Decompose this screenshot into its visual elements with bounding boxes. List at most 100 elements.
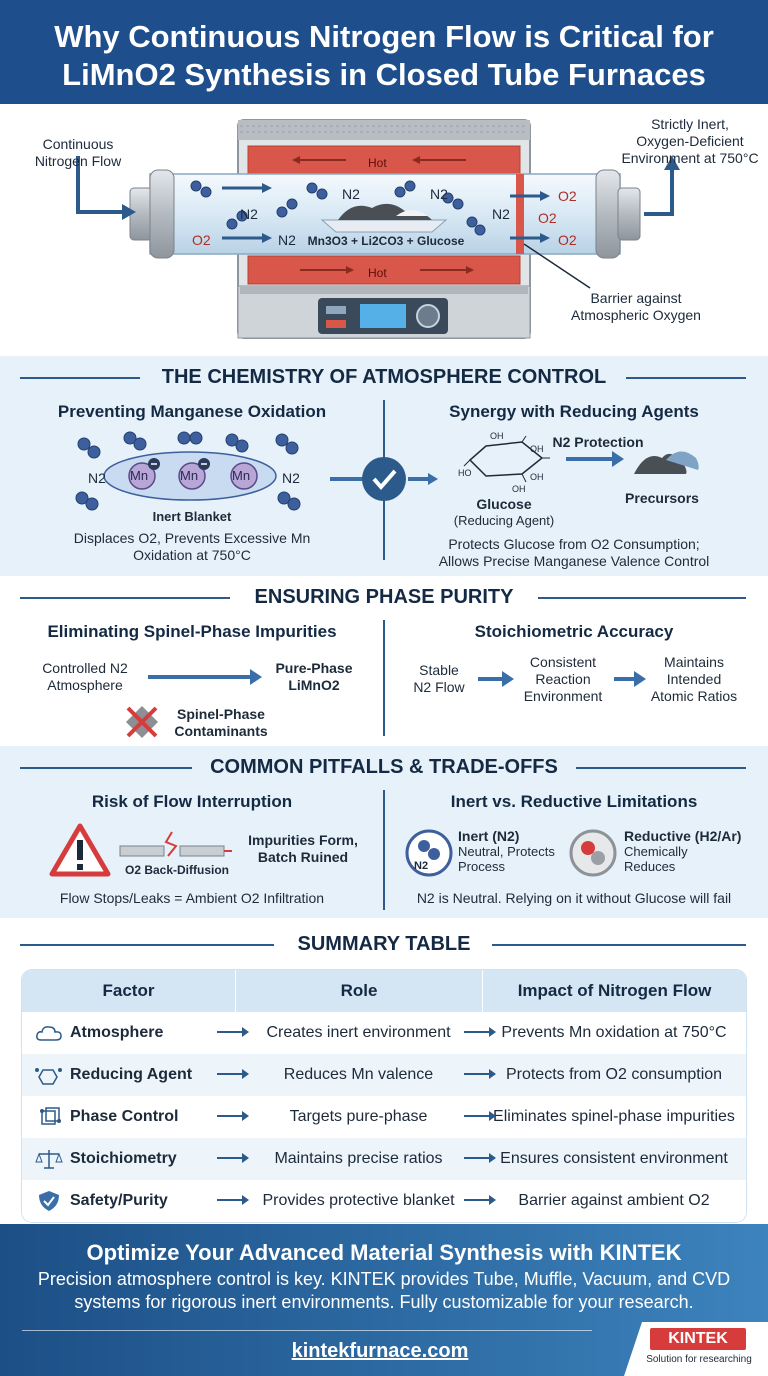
back-diffusion-label: O2 Back-Diffusion [124, 863, 229, 877]
title-line-2: LiMnO2 Synthesis in Closed Tube Furnaces [62, 57, 706, 92]
n2-label: N2 [282, 470, 300, 486]
table-row: Safety/Purity Provides protective blanke… [22, 1180, 746, 1222]
impact-label: Barrier against ambient O2 [518, 1192, 710, 1209]
factor-label: Stoichiometry [70, 1150, 177, 1168]
flow-interruption-desc: Flow Stops/Leaks = Ambient O2 Infiltrati… [59, 890, 325, 906]
n2-label: N2 [88, 470, 106, 486]
factor-label: Safety/Purity [70, 1192, 168, 1210]
h2-molecule-icon [569, 829, 617, 877]
contaminant-icon [126, 706, 158, 738]
n2-label: N2 [430, 186, 448, 202]
stoich-arrow-1 [478, 671, 514, 687]
n2-molecule-icon [405, 829, 453, 877]
n2-icon-label: N2 [414, 860, 429, 872]
summary-title: SUMMARY TABLE [297, 933, 471, 955]
role-label: Provides protective blanket [262, 1192, 455, 1209]
role-label: Maintains precise ratios [274, 1150, 443, 1167]
purity-title: ENSURING PHASE PURITY [254, 586, 514, 608]
table-row: Phase Control Targets pure-phase Elimina… [22, 1096, 746, 1138]
inlet-arrow [76, 156, 122, 214]
right-end-cap [595, 169, 621, 259]
role-label: Creates inert environment [266, 1024, 451, 1041]
pitfalls-title: COMMON PITFALLS & TRADE-OFFS [210, 756, 558, 778]
oh-label: OH [512, 484, 526, 494]
inert-blanket-label: Inert Blanket [152, 509, 232, 524]
purity-section: ENSURING PHASE PURITY Eliminating Spinel… [0, 576, 768, 746]
table-row: Atmosphere Creates inert environment Pre… [22, 1012, 746, 1054]
website-link[interactable]: kintekfurnace.com [291, 1340, 469, 1362]
inert-blanket-illustration [75, 431, 301, 511]
broken-pipe-icon [119, 831, 232, 857]
impact-label: Eliminates spinel-phase impurities [493, 1108, 735, 1125]
lower-heater [247, 255, 521, 285]
glucose-label: Glucose [476, 496, 532, 512]
summary-table: Factor Role Impact of Nitrogen Flow Atmo… [22, 970, 746, 1222]
warning-icon [49, 823, 111, 877]
spinel-title: Eliminating Spinel-Phase Impurities [47, 622, 337, 641]
sample-boat [320, 219, 448, 233]
footer-description: Precision atmosphere control is key. KIN… [37, 1269, 731, 1312]
stoich-arrow-2 [614, 671, 646, 687]
o2-label: O2 [558, 232, 577, 248]
header-impact: Impact of Nitrogen Flow [482, 970, 746, 1012]
n2-label: N2 [342, 186, 360, 202]
control-knob [416, 304, 440, 328]
o2-label: O2 [192, 232, 211, 248]
reducing-agents-desc: Protects Glucose from O2 Consumption;All… [438, 536, 710, 569]
reductive-title: Reductive (H2/Ar) [624, 828, 742, 844]
oh-label: OH [490, 431, 504, 441]
chemistry-title: THE CHEMISTRY OF ATMOSPHERE CONTROL [161, 366, 607, 388]
pitfalls-section: COMMON PITFALLS & TRADE-OFFS Risk of Flo… [0, 746, 768, 918]
header-role: Role [235, 970, 482, 1012]
role-label: Targets pure-phase [289, 1108, 428, 1125]
table-row: Reducing Agent Reduces Mn valence Protec… [22, 1054, 746, 1096]
hot-label-bottom: Hot [368, 266, 387, 280]
logo-text: KINTEK [650, 1328, 746, 1350]
impact-label: Ensures consistent environment [500, 1150, 728, 1167]
mn-label: Mn [180, 468, 199, 483]
o2-label: O2 [558, 188, 577, 204]
crystal-icon [40, 1107, 61, 1125]
inert-title: Inert (N2) [458, 828, 520, 844]
glucose-ring-icon [463, 435, 550, 483]
flow-interruption-title: Risk of Flow Interruption [91, 792, 293, 811]
o2-label: O2 [538, 210, 557, 226]
oh-label: OH [530, 444, 544, 454]
footer-title: Optimize Your Advanced Material Synthesi… [86, 1240, 682, 1265]
inert-reductive-desc: N2 is Neutral. Relying on it without Glu… [416, 890, 732, 906]
reducing-agents-title: Synergy with Reducing Agents [449, 402, 699, 421]
n2-label: N2 [492, 206, 510, 222]
table-row: Stoichiometry Maintains precise ratios E… [22, 1138, 746, 1180]
impact-label: Prevents Mn oxidation at 750°C [501, 1024, 727, 1041]
left-end-cap [149, 169, 175, 259]
n2-protection-label: N2 Protection [552, 434, 644, 450]
impurities-label: Impurities Form,Batch Ruined [248, 832, 358, 865]
precursors-label: Precursors [625, 490, 699, 506]
stoichiometric-title: Stoichiometric Accuracy [474, 622, 674, 641]
factor-label: Phase Control [70, 1108, 179, 1126]
protection-arrow [566, 451, 624, 467]
factor-label: Reducing Agent [70, 1066, 193, 1084]
role-label: Reduces Mn valence [283, 1066, 434, 1083]
mn-label: Mn [130, 468, 149, 483]
chemistry-section: THE CHEMISTRY OF ATMOSPHERE CONTROL Prev… [0, 356, 768, 576]
barrier-line [516, 174, 524, 254]
title-line-1: Why Continuous Nitrogen Flow is Critical… [54, 19, 714, 54]
page-title: Why Continuous Nitrogen Flow is Critical… [0, 0, 768, 94]
n2-label: N2 [240, 206, 258, 222]
inert-reductive-title: Inert vs. Reductive Limitations [450, 792, 698, 811]
precursors-icon [634, 451, 699, 474]
molecule-icon [35, 1068, 62, 1085]
logo-tagline: Solution for researching [646, 1354, 752, 1365]
header-factor: Factor [22, 970, 235, 1012]
